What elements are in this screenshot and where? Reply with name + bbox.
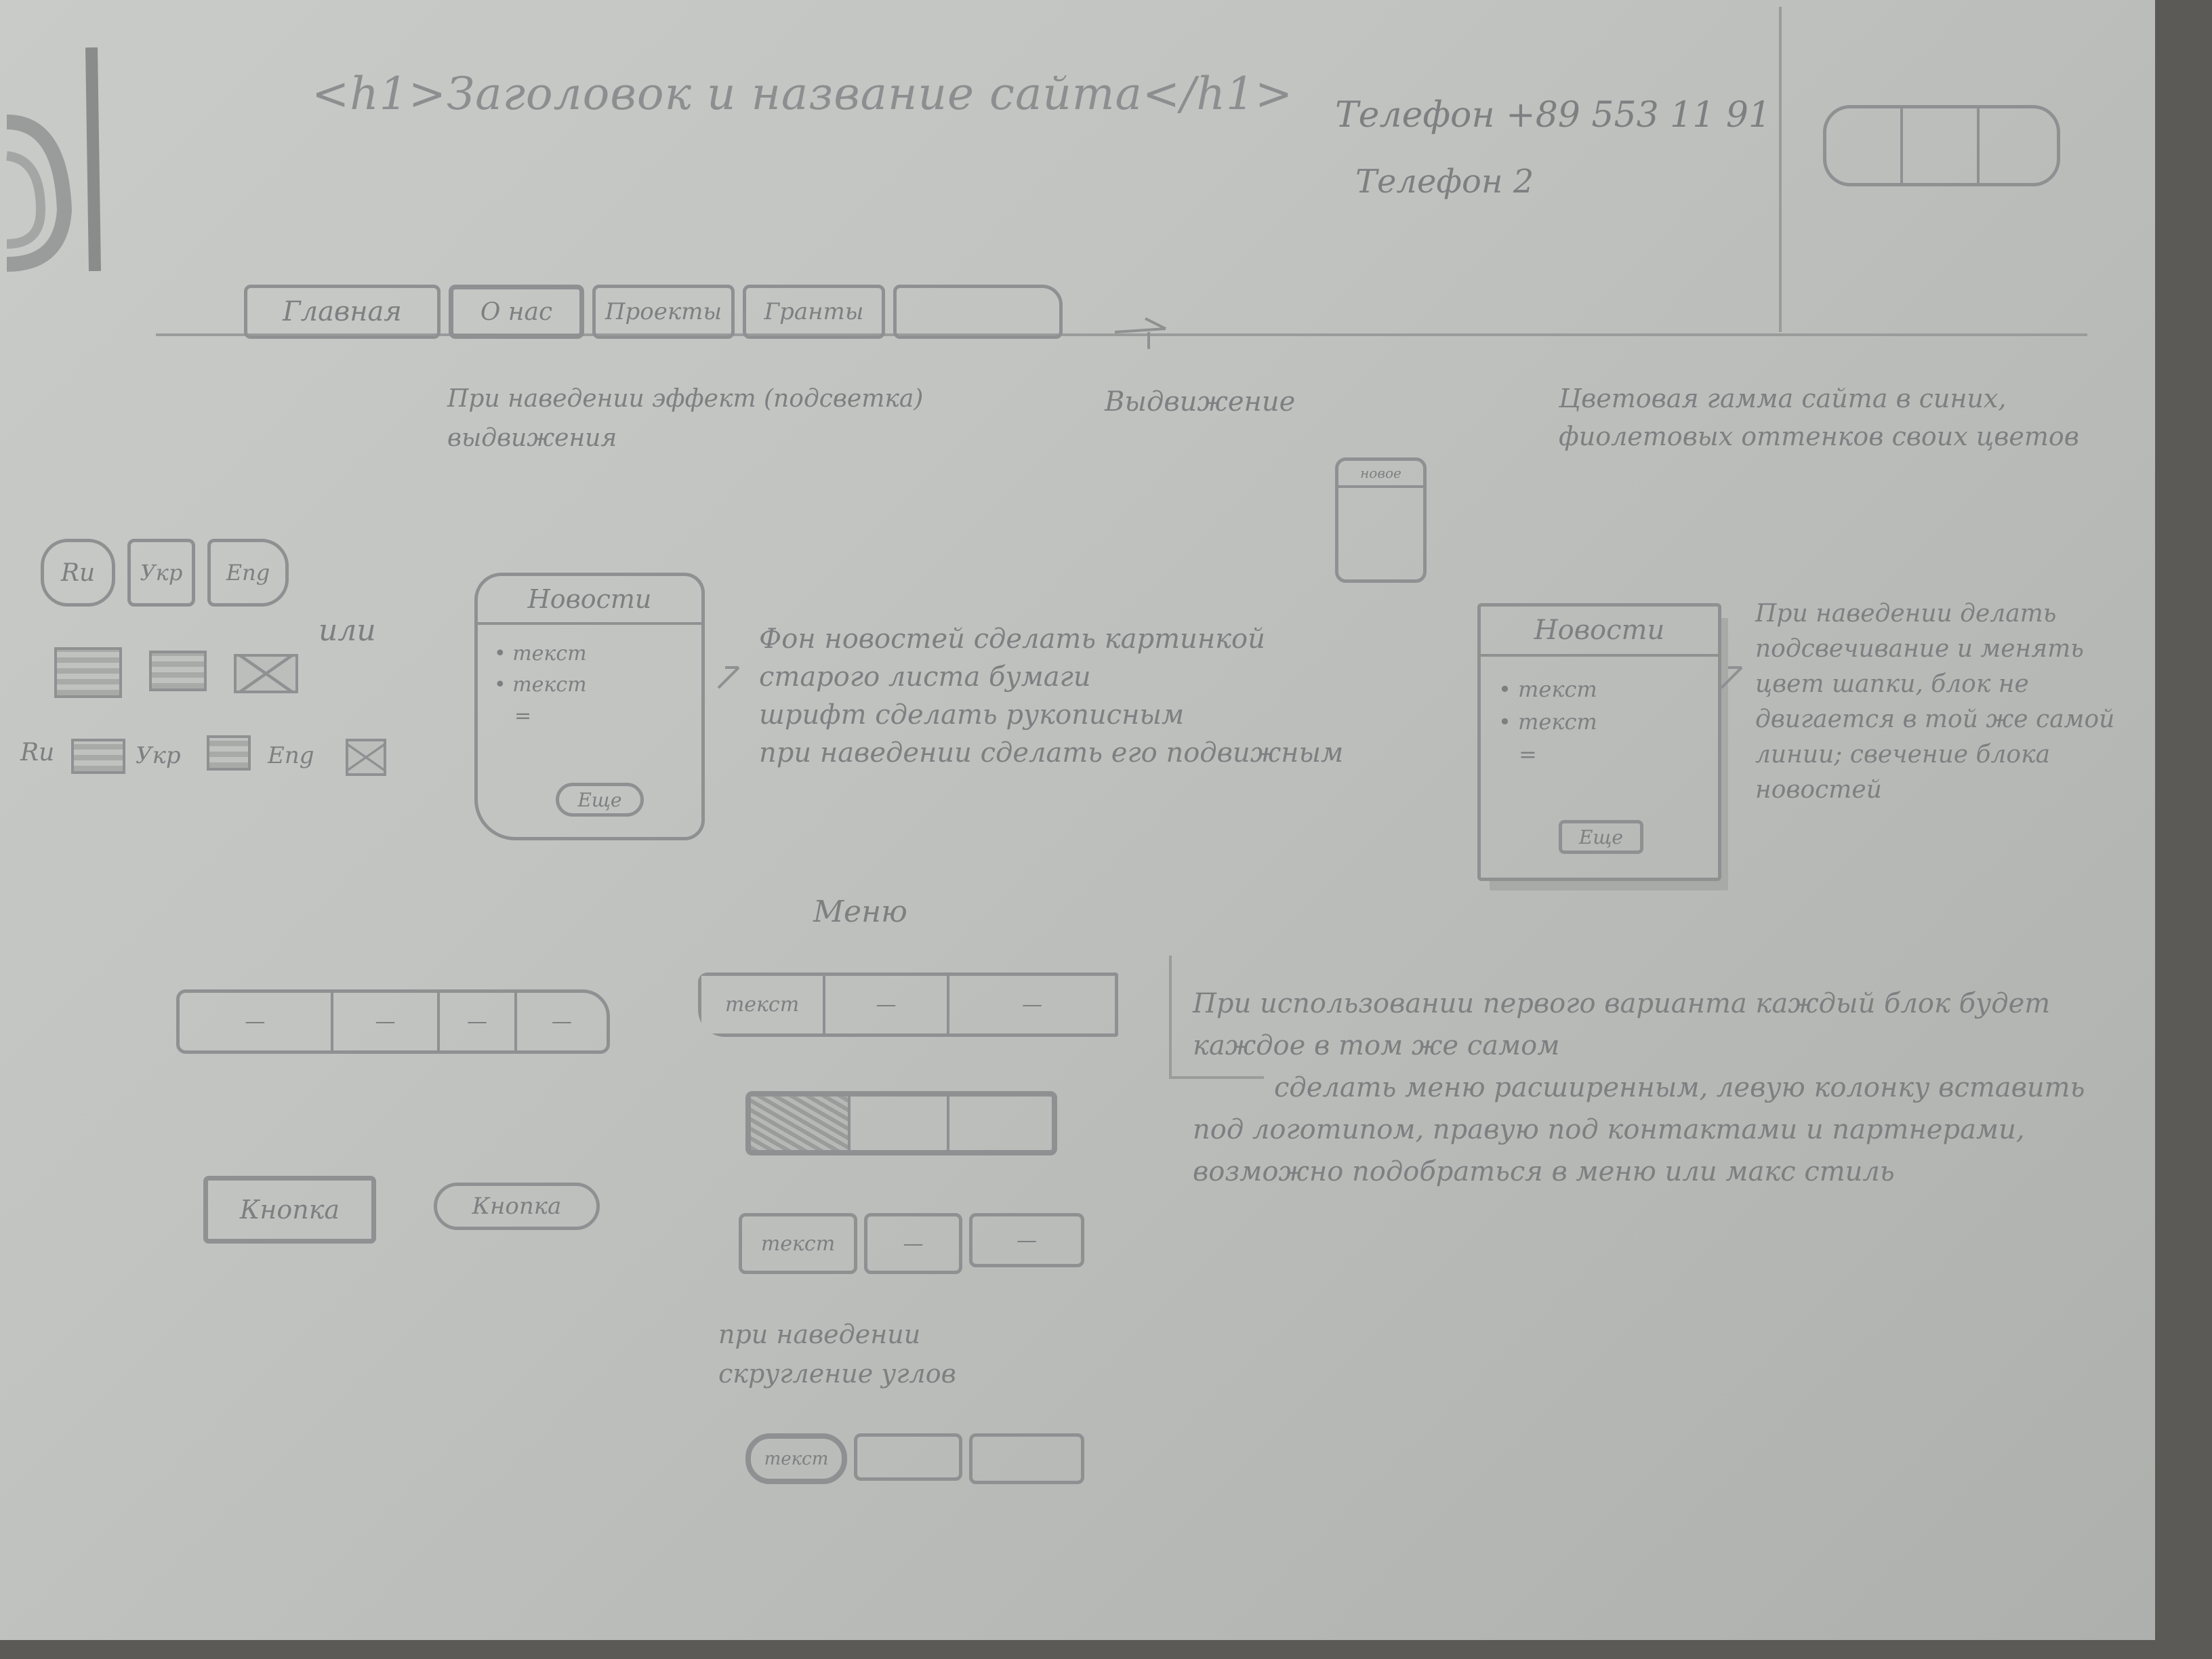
menu-title: Меню xyxy=(813,895,907,929)
menu-1-item[interactable]: — xyxy=(180,993,333,1050)
menu-4-item[interactable]: — xyxy=(864,1213,962,1274)
nav-tab-about[interactable]: О нас xyxy=(449,285,584,339)
news-card-small-header: новое xyxy=(1338,461,1423,488)
social-icon-3[interactable] xyxy=(1980,108,2057,183)
arrow-up-right-icon xyxy=(1720,666,1743,689)
news-2-item: = xyxy=(1519,741,1537,767)
news-2-item[interactable]: • текст xyxy=(1498,676,1597,702)
news-2-note: При наведении делать подсвечивание и мен… xyxy=(1755,600,2115,804)
social-icons-group xyxy=(1823,105,2060,186)
menu-note-bracket-foot xyxy=(1169,1076,1264,1079)
flag-eng-small-icon[interactable] xyxy=(346,739,386,776)
menu-5-item-active[interactable]: текст xyxy=(745,1433,847,1484)
lang-button-ru[interactable]: Ru xyxy=(41,539,115,607)
phone-1: Телефон +89 553 11 91 xyxy=(1335,95,1771,136)
menu-1-item[interactable]: — xyxy=(440,993,517,1050)
lang-or-label: или xyxy=(319,613,376,648)
menu-2-item-active[interactable]: текст xyxy=(701,976,825,1033)
nav-baseline xyxy=(156,333,2087,336)
nav-arrow-note: Выдвижение xyxy=(1105,386,1296,417)
phone-2: Телефон 2 xyxy=(1355,163,1534,201)
menu-5-item[interactable] xyxy=(854,1433,962,1481)
news-1-item: = xyxy=(514,704,532,728)
logo-icon xyxy=(5,47,101,272)
flag-ru-icon[interactable] xyxy=(54,647,122,698)
color-scheme-note: Цветовая гамма сайта в синих, фиолетовых… xyxy=(1559,384,2079,451)
social-icon-2[interactable] xyxy=(1903,108,1980,183)
sketch-paper: <h1>Заголовок и название сайта</h1> Теле… xyxy=(0,0,2155,1640)
menu-1-item[interactable]: — xyxy=(551,1010,572,1033)
nav-tab-grants[interactable]: Гранты xyxy=(743,285,885,339)
news-1-header: Новости xyxy=(478,576,701,625)
menu-4-note: при наведении скругление углов xyxy=(718,1319,956,1389)
nav-hover-note: При наведении эффект (подсветка) выдвиже… xyxy=(447,385,924,452)
site-title: <h1>Заголовок и название сайта</h1> xyxy=(312,68,1294,120)
menu-4-item-active[interactable]: текст xyxy=(739,1213,857,1274)
news-1-note: Фон новостей сделать картинкой старого л… xyxy=(759,623,1344,769)
news-block-1[interactable]: Новости • текст • текст = Еще xyxy=(474,573,705,840)
news-2-header: Новости xyxy=(1481,607,1718,657)
lang-label-ru: Ru xyxy=(20,739,55,766)
arrow-right-icon xyxy=(1114,317,1166,349)
header-divider xyxy=(1779,7,1782,332)
news-1-item[interactable]: • текст xyxy=(494,642,587,665)
flag-eng-icon[interactable] xyxy=(234,654,298,693)
news-1-title: Новости xyxy=(527,584,652,614)
news-block-2[interactable]: Новости • текст • текст = Еще xyxy=(1477,603,1721,881)
sketch-button-1[interactable]: Кнопка xyxy=(203,1176,376,1244)
menu-bar-3 xyxy=(745,1091,1057,1155)
menu-bar-2: текст — — xyxy=(698,972,1118,1037)
nav-tabs: Главная О нас Проекты Гранты xyxy=(244,285,1091,339)
nav-tab-empty[interactable] xyxy=(893,285,1063,339)
lang-button-ukr[interactable]: Укр xyxy=(127,539,195,607)
news-2-item[interactable]: • текст xyxy=(1498,709,1597,735)
news-1-item[interactable]: • текст xyxy=(494,673,587,697)
menu-1-item[interactable]: — xyxy=(333,993,441,1050)
menu-bar-5: текст xyxy=(745,1433,1098,1484)
lang-label-eng: Eng xyxy=(268,742,314,769)
news-2-title: Новости xyxy=(1534,615,1665,646)
social-icon-1[interactable] xyxy=(1826,108,1904,183)
arrow-up-right-icon xyxy=(717,666,740,689)
menu-bar-1: — — — — xyxy=(176,989,610,1054)
lang-button-eng[interactable]: Eng xyxy=(207,539,289,607)
menu-bar-4: текст — — xyxy=(739,1213,1091,1274)
menu-4-item[interactable]: — xyxy=(969,1213,1084,1267)
menu-2-item[interactable]: — xyxy=(825,976,949,1033)
menu-note-bracket xyxy=(1169,956,1172,1078)
lang-buttons: Ru Укр Eng xyxy=(41,539,305,607)
logo-sketch xyxy=(0,41,122,285)
flag-ukr-icon[interactable] xyxy=(149,651,207,691)
news-1-more-button[interactable]: Еще xyxy=(556,783,644,817)
menu-3-item[interactable] xyxy=(949,1097,1052,1150)
flag-ukr-small-icon[interactable] xyxy=(207,735,251,771)
sketch-button-2[interactable]: Кнопка xyxy=(434,1183,600,1230)
menu-2-item[interactable]: — xyxy=(1022,993,1042,1017)
nav-tab-projects[interactable]: Проекты xyxy=(592,285,735,339)
menu-3-item[interactable] xyxy=(851,1097,950,1150)
news-card-small[interactable]: новое xyxy=(1335,457,1427,583)
lang-label-ukr: Укр xyxy=(136,742,181,769)
news-2-more-button[interactable]: Еще xyxy=(1559,820,1643,854)
flag-ru-small-icon[interactable] xyxy=(71,739,125,774)
menu-3-item-active[interactable] xyxy=(751,1097,851,1150)
nav-tab-home[interactable]: Главная xyxy=(244,285,441,339)
menu-5-item[interactable] xyxy=(969,1433,1084,1484)
menu-note: При использовании первого варианта кажды… xyxy=(1193,988,2085,1187)
